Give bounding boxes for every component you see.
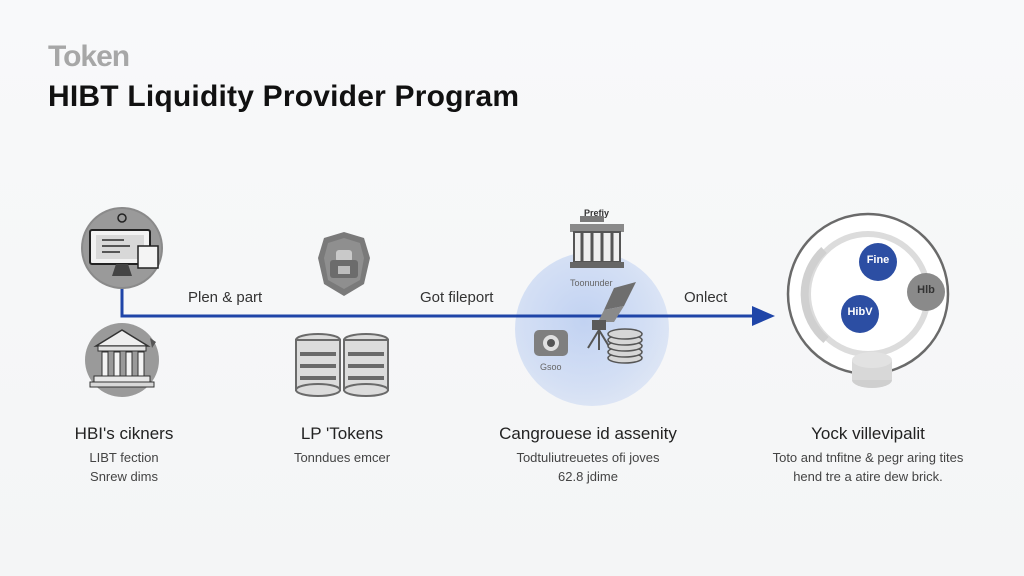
factory-caption: Toonunder	[570, 278, 613, 288]
stage-4-title: Yock villevipalit	[811, 424, 925, 443]
cycle-node-2: HibV	[847, 306, 873, 318]
stage-2-subtitle-1: Tonndues emcer	[293, 450, 391, 465]
bank-icon	[85, 323, 159, 397]
cycle-node-3: Hlb	[917, 284, 935, 296]
stage-1-subtitle-1: LIBT fection	[89, 450, 159, 465]
brand-logo: Token	[48, 40, 130, 73]
stage-4-subtitle-2: hend tre a atire dew brick.	[793, 469, 943, 484]
page-title: HIBT Liquidity Provider Program	[48, 80, 520, 113]
stage-3-subtitle-2: 62.8 jdime	[558, 469, 618, 484]
stage-1-title: HBI's cikners	[74, 424, 174, 443]
stage-1-subtitle-2: Snrew dims	[90, 469, 158, 484]
camera-caption: Gsoo	[540, 362, 562, 372]
flow-label-3: Onlect	[684, 289, 728, 306]
factory-icon	[570, 216, 624, 268]
camera-icon	[534, 330, 568, 356]
monitor-icon	[81, 207, 163, 289]
stage-2-title: LP 'Tokens	[300, 424, 384, 443]
cycle-node-1: Fine	[866, 254, 890, 266]
database-icon	[295, 333, 389, 397]
flow-label-2: Got fileport	[420, 289, 494, 306]
satellite-icon	[587, 282, 636, 350]
stage-3-subtitle-1: Todtuliutreuetes ofi joves	[516, 450, 660, 465]
stage-3-title: Cangrouese id assenity	[499, 424, 677, 443]
flow-label-1: Plen & part	[188, 289, 263, 306]
factory-label: Prefiy	[584, 208, 610, 218]
shield-icon	[318, 232, 370, 296]
cycle-diagram	[786, 212, 950, 388]
coins-icon	[607, 328, 643, 364]
stage-4-subtitle-1: Toto and tnfitne & pegr aring tites	[772, 450, 964, 465]
